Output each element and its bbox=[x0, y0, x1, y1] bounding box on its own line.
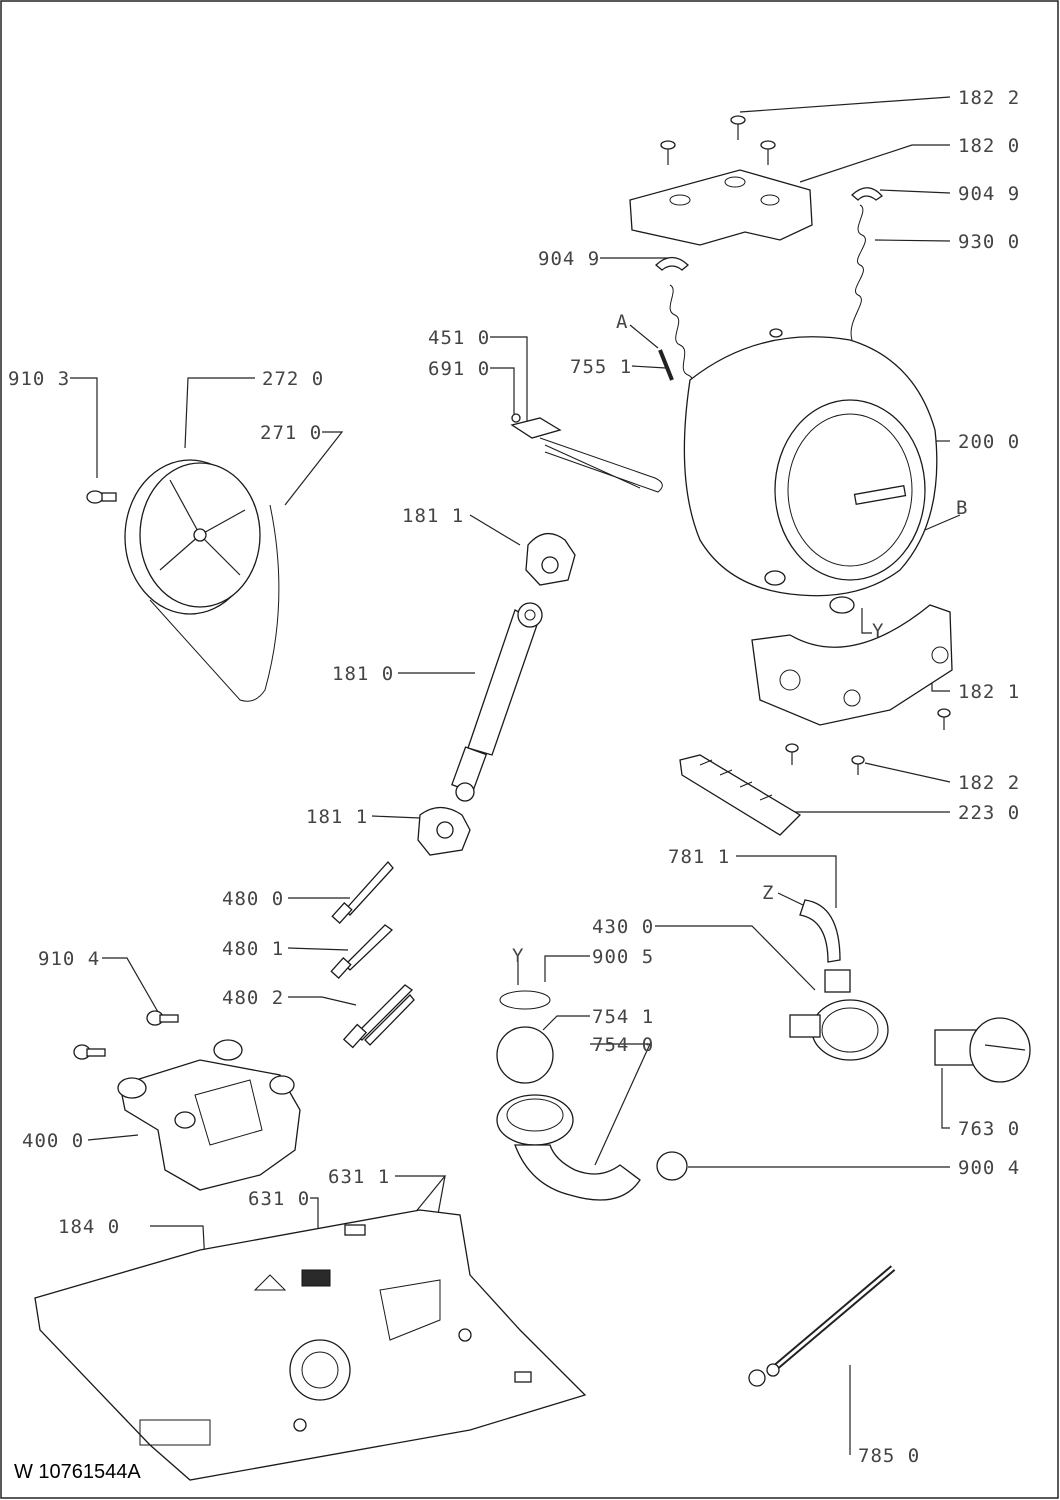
callout-y: Y bbox=[512, 945, 524, 967]
callout-184-0: 184 0 bbox=[58, 1216, 120, 1238]
callout-181-1: 181 1 bbox=[402, 505, 464, 527]
screw-part bbox=[660, 115, 776, 165]
top-counterweight-part bbox=[629, 169, 813, 246]
callout-631-0: 631 0 bbox=[248, 1188, 310, 1210]
base-plate-part bbox=[34, 1209, 587, 1481]
callout-631-1: 631 1 bbox=[328, 1166, 390, 1188]
callout-910-3: 910 3 bbox=[8, 368, 70, 390]
drum-paddle-part bbox=[679, 754, 802, 836]
front-counterweight-part bbox=[751, 604, 953, 726]
callout-754-1: 754 1 bbox=[592, 1006, 654, 1028]
bolt-part bbox=[330, 861, 415, 1049]
screw-part bbox=[86, 490, 117, 504]
callout-b: B bbox=[956, 497, 968, 519]
callout-755-1: 755 1 bbox=[570, 356, 632, 378]
callout-271-0: 271 0 bbox=[260, 422, 322, 444]
parts bbox=[34, 115, 1031, 1481]
callout-904-9: 904 9 bbox=[538, 248, 600, 270]
hose-clamp-part bbox=[656, 1151, 688, 1181]
callout-182-2: 182 2 bbox=[958, 87, 1020, 109]
shock-absorber-part bbox=[451, 602, 543, 802]
heater-part bbox=[510, 413, 663, 493]
callout-labels: 182 2 182 0 904 9 930 0 904 9 451 0 691 … bbox=[8, 87, 1020, 1467]
callout-785-0: 785 0 bbox=[858, 1445, 920, 1467]
callout-781-1: 781 1 bbox=[668, 846, 730, 868]
pin-part bbox=[658, 349, 674, 381]
o-ring-part bbox=[499, 990, 551, 1010]
valve-ball-part bbox=[496, 1026, 554, 1084]
motor-part bbox=[117, 1039, 301, 1191]
belt-part bbox=[149, 504, 280, 702]
hose-clamp-part bbox=[851, 187, 883, 201]
callout-910-4: 910 4 bbox=[38, 948, 100, 970]
pump-filter-part bbox=[934, 1017, 1031, 1083]
callout-904-9: 904 9 bbox=[958, 183, 1020, 205]
callout-763-0: 763 0 bbox=[958, 1118, 1020, 1140]
document-code: W 10761544A bbox=[14, 1461, 141, 1483]
drain-pump-part bbox=[789, 899, 889, 1061]
callout-900-4: 900 4 bbox=[958, 1157, 1020, 1179]
callout-182-1: 182 1 bbox=[958, 681, 1020, 703]
callout-754-0: 754 0 bbox=[592, 1034, 654, 1056]
callout-930-0: 930 0 bbox=[958, 231, 1020, 253]
callout-223-0: 223 0 bbox=[958, 802, 1020, 824]
callout-480-1: 480 1 bbox=[222, 938, 284, 960]
callout-480-0: 480 0 bbox=[222, 888, 284, 910]
callout-691-0: 691 0 bbox=[428, 358, 490, 380]
pulley-part bbox=[124, 459, 261, 615]
callout-181-1: 181 1 bbox=[306, 806, 368, 828]
callout-181-0: 181 0 bbox=[332, 663, 394, 685]
callout-272-0: 272 0 bbox=[262, 368, 324, 390]
shock-mount-part bbox=[417, 533, 576, 856]
callout-a: A bbox=[616, 311, 628, 333]
callout-200-0: 200 0 bbox=[958, 431, 1020, 453]
screw-part bbox=[73, 1010, 179, 1060]
callout-182-0: 182 0 bbox=[958, 135, 1020, 157]
sump-hose-part bbox=[496, 1094, 641, 1201]
callout-451-0: 451 0 bbox=[428, 327, 490, 349]
hose-clamp-part bbox=[655, 256, 689, 271]
callout-z: Z bbox=[762, 882, 774, 904]
screw-part bbox=[785, 708, 951, 775]
callout-182-2: 182 2 bbox=[958, 772, 1020, 794]
callout-400-0: 400 0 bbox=[22, 1130, 84, 1152]
callout-900-5: 900 5 bbox=[592, 946, 654, 968]
inlet-hose-part bbox=[748, 1265, 896, 1387]
callout-y: Y bbox=[872, 620, 884, 642]
connector-part bbox=[301, 1269, 331, 1287]
callout-480-2: 480 2 bbox=[222, 987, 284, 1009]
tub-part bbox=[683, 328, 938, 614]
callout-430-0: 430 0 bbox=[592, 916, 654, 938]
